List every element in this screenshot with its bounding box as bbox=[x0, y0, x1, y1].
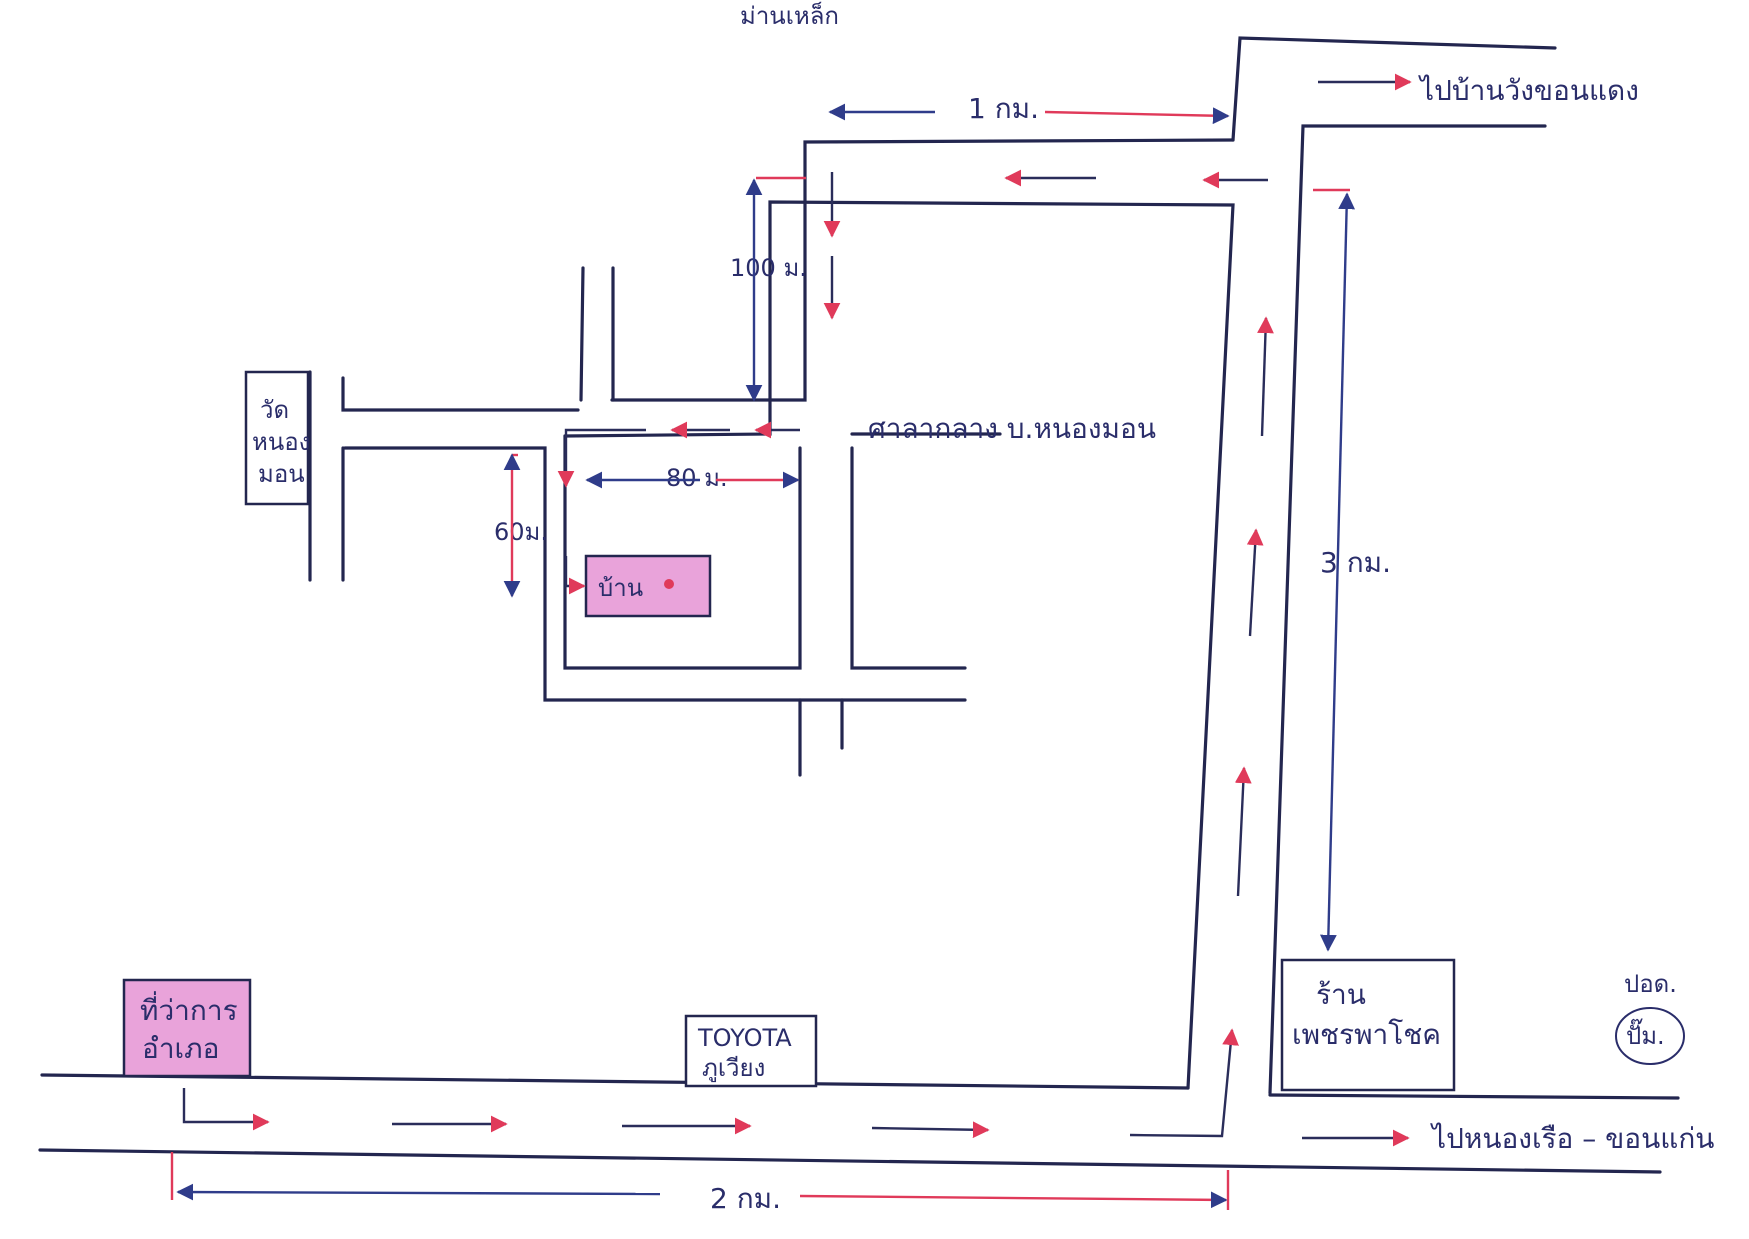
house-pin-icon bbox=[664, 579, 674, 589]
toyota-line-2: ภูเวียง bbox=[702, 1054, 765, 1083]
wat-box: วัด หนอง มอน bbox=[244, 370, 310, 506]
shop-line-1: ร้าน bbox=[1316, 978, 1366, 1011]
route-arrows bbox=[182, 73, 1412, 1147]
to-wang-label: ไปบ้านวังขอนแดง bbox=[1418, 74, 1639, 107]
wat-line-1: วัด bbox=[260, 396, 289, 424]
distance-60m: 60ม. bbox=[494, 518, 548, 546]
signature-circle bbox=[1615, 1007, 1685, 1065]
signature-stamp: ปอด. ปั๊ม. bbox=[1615, 970, 1685, 1065]
village-roads bbox=[308, 266, 1002, 777]
signature-line-2: ปั๊ม. bbox=[1626, 1018, 1665, 1050]
shop-box: ร้าน เพชรพาโชค bbox=[1280, 958, 1456, 1092]
sala-label: ศาลากลาง บ.หนองมอน bbox=[868, 412, 1156, 445]
distance-1km: 1 กม. bbox=[968, 92, 1039, 125]
north-road bbox=[563, 36, 1557, 1095]
dimension-lines bbox=[170, 103, 1356, 1210]
distance-2km: 2 กม. bbox=[710, 1182, 781, 1215]
wat-line-2: หนอง bbox=[252, 428, 310, 456]
top-note: ม่านเหล็ก bbox=[740, 1, 839, 30]
toyota-line-1: TOYOTA bbox=[697, 1024, 792, 1052]
house-box: บ้าน bbox=[584, 554, 712, 618]
office-line-2: อำเภอ bbox=[142, 1032, 219, 1065]
distance-100m: 100 ม. bbox=[730, 254, 807, 282]
toyota-box: TOYOTA ภูเวียง bbox=[684, 1014, 818, 1088]
office-line-1: ที่ว่าการ bbox=[140, 991, 238, 1027]
shop-line-2: เพชรพาโชค bbox=[1292, 1018, 1441, 1051]
to-khonkaen-label: ไปหนองเรือ – ขอนแก่น bbox=[1430, 1122, 1714, 1155]
distance-80m: 80 ม. bbox=[666, 464, 728, 492]
wat-line-3: มอน bbox=[258, 460, 305, 488]
house-label: บ้าน bbox=[598, 574, 643, 602]
district-office-box: ที่ว่าการ อำเภอ bbox=[122, 978, 252, 1078]
distance-3km: 3 กม. bbox=[1320, 546, 1391, 579]
signature-line-1: ปอด. bbox=[1624, 970, 1677, 998]
